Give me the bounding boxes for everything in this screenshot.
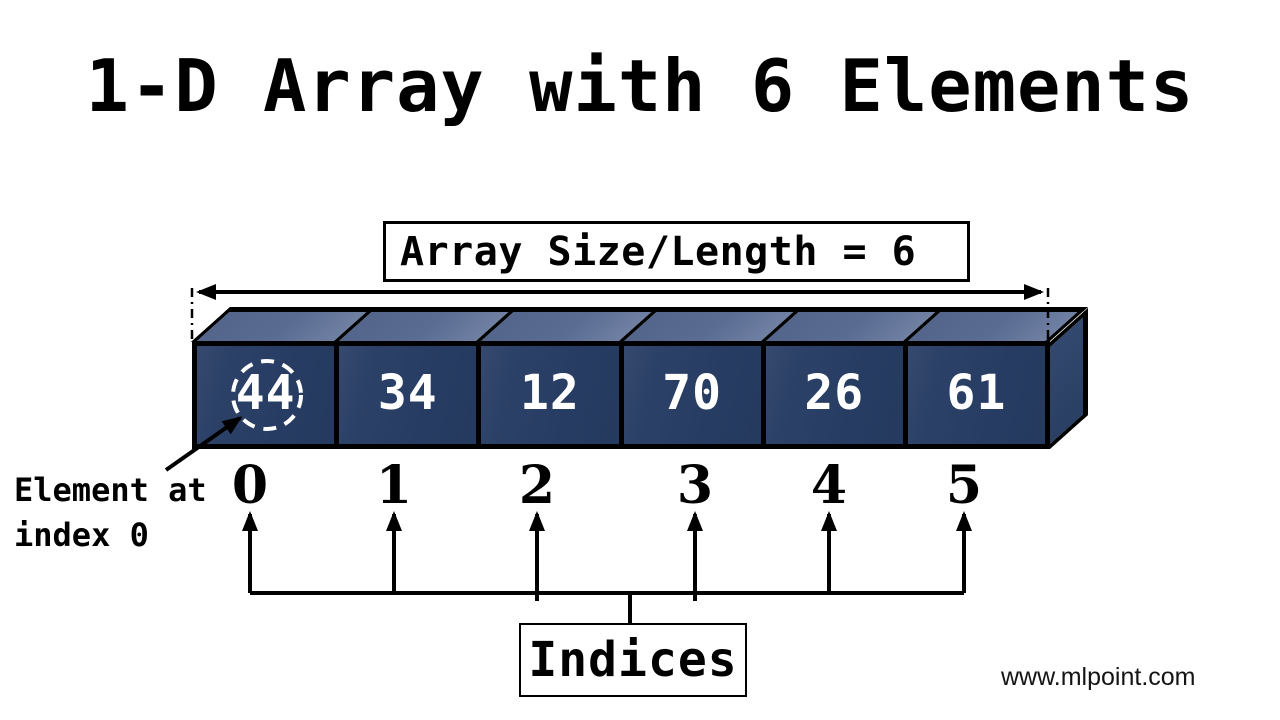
cell-value: 12 [520, 365, 580, 421]
index-number-5: 5 [945, 455, 983, 516]
cell-value: 26 [804, 365, 865, 421]
array-top-face [190, 307, 1089, 342]
array-cell-3: 70 [618, 346, 761, 444]
index-number-1: 1 [375, 455, 413, 516]
array-cell-2: 12 [476, 346, 619, 444]
array-cell-4: 26 [760, 346, 903, 444]
element-pointer-line1: Element at [14, 471, 207, 509]
element-pointer-label: Element at index 0 [14, 468, 207, 558]
index-number-3: 3 [676, 455, 714, 516]
page-title: 1-D Array with 6 Elements [85, 44, 1195, 128]
array-cell-1: 34 [334, 346, 477, 444]
indices-label: Indices [528, 632, 738, 688]
cell-value: 61 [946, 365, 1007, 421]
index-number-0: 0 [231, 455, 269, 516]
array-front-row: 44 34 12 70 26 61 [192, 341, 1050, 449]
array-cell-0: 44 [197, 346, 335, 444]
cell-value: 70 [662, 365, 722, 421]
element-pointer-line2: index 0 [14, 516, 149, 554]
watermark: www.mlpoint.com [1001, 663, 1196, 691]
array-size-box: Array Size/Length = 6 [383, 221, 970, 282]
array-cell-5: 61 [902, 346, 1046, 444]
indices-box: Indices [519, 623, 747, 697]
array-size-label: Array Size/Length = 6 [400, 228, 917, 275]
index-number-2: 2 [518, 455, 556, 516]
cell-value: 44 [235, 365, 296, 421]
index-number-4: 4 [810, 455, 848, 516]
cell-value: 34 [377, 365, 438, 421]
